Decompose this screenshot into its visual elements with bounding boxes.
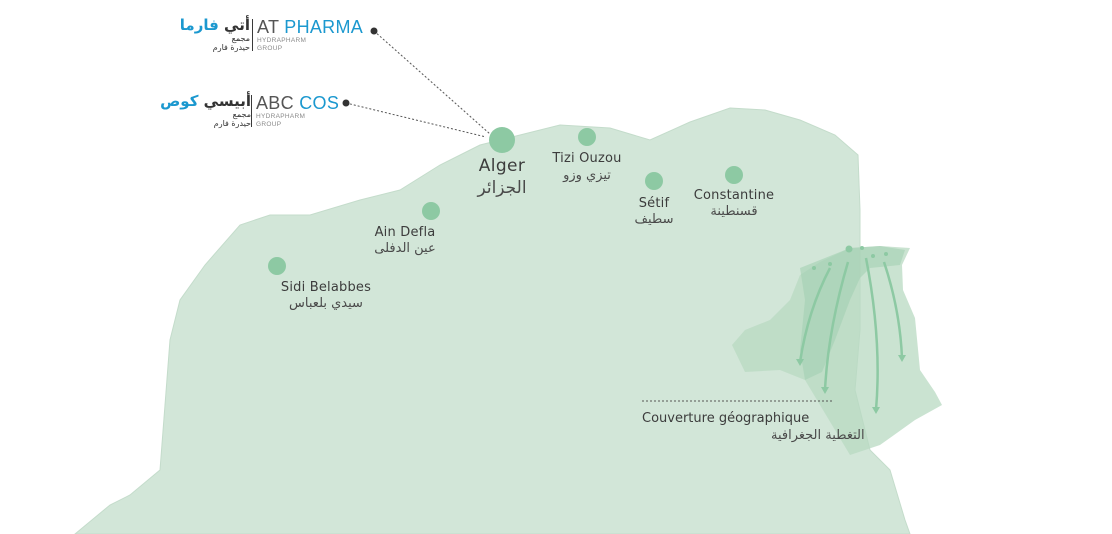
- brand-en-sub1: HYDRAPHARM: [257, 37, 307, 44]
- city-dot: [578, 128, 596, 146]
- brand-en-block: AT PHARMA HYDRAPHARM GROUP: [257, 17, 363, 52]
- brand-en-blue: PHARMA: [284, 17, 364, 37]
- brand-ar-block: أبيسي كوص مجمع حيدرة فارم: [160, 93, 251, 129]
- brand-en-dark: AT: [257, 17, 279, 37]
- city-name-ar: الجزائر: [476, 178, 526, 198]
- arrow-head: [821, 387, 829, 394]
- city-dot: [422, 202, 440, 220]
- city-dot: [489, 127, 515, 153]
- arrow-origin-dot: [812, 266, 816, 270]
- brand-en-dark: ABC: [256, 93, 294, 113]
- distribution-arrow: [798, 267, 832, 363]
- brand-ar-name: أتي فارما: [180, 17, 250, 34]
- brand-abc-cos: أبيسي كوص مجمع حيدرة فارم ABC COS HYDRAP…: [155, 93, 340, 129]
- brand-en-sub2: GROUP: [257, 44, 283, 52]
- brand-at-pharma: أتي فارما مجمع حيدرة فارم AT PHARMA HYDR…: [180, 17, 368, 53]
- brand-en-block: ABC COS HYDRAPHARM GROUP: [256, 93, 339, 128]
- leader-line-abc-cos: [345, 102, 487, 138]
- city-name-ar: تيزي وزو: [562, 168, 611, 183]
- arrow-origin-dot: [828, 262, 832, 266]
- coverage-label-ar: التغطية الجغرافية: [771, 428, 865, 443]
- inset-country-shape: [732, 246, 942, 455]
- city-name-ar: عين الدفلى: [374, 241, 435, 256]
- city-dot: [725, 166, 743, 184]
- brand-ar-dark: أبيسي: [203, 92, 251, 110]
- arrow-origin-dot: [884, 252, 888, 256]
- brand-ar-name: أبيسي كوص: [160, 93, 251, 110]
- distribution-arrow: [823, 261, 850, 391]
- distribution-arrows: [796, 245, 906, 414]
- brand-en-sub1: HYDRAPHARM: [256, 113, 306, 120]
- brand-ar-blue: فارما: [179, 16, 219, 34]
- city-name-ar: سطيف: [635, 212, 674, 227]
- brand-ar-block: أتي فارما مجمع حيدرة فارم: [180, 17, 250, 53]
- city-name-ar: قسنطينة: [710, 204, 757, 219]
- distribution-arrow: [882, 261, 904, 359]
- arrow-head: [796, 359, 804, 366]
- brand-ar-dark: أتي: [224, 16, 250, 34]
- arrow-origin-dot: [845, 245, 853, 253]
- brand-en-sub2: GROUP: [256, 120, 282, 128]
- leader-line-at-pharma: [373, 30, 491, 135]
- brand-ar-sub2: حيدرة فارم: [212, 43, 250, 52]
- brand-ar-sub1: مجمع: [232, 110, 251, 119]
- city-tizi-ouzou: Tizi Ouzou تيزي وزو: [551, 128, 621, 183]
- city-name-fr: Sidi Belabbes: [281, 280, 371, 295]
- brand-en-name: ABC COS: [256, 93, 339, 113]
- city-name-fr: Sétif: [639, 196, 670, 211]
- arrow-origin-dot: [860, 246, 864, 250]
- city-dot: [645, 172, 663, 190]
- city-dot: [268, 257, 286, 275]
- city-name-fr: Alger: [479, 156, 526, 176]
- city-name-fr: Ain Defla: [375, 225, 436, 240]
- arrow-origin-dot: [871, 254, 875, 258]
- brand-divider: [252, 19, 253, 51]
- brand-en-name: AT PHARMA: [257, 17, 363, 37]
- brand-ar-sub1: مجمع: [231, 34, 250, 43]
- city-name-fr: Constantine: [694, 188, 775, 203]
- city-name-ar: سيدي بلعباس: [289, 296, 363, 311]
- brand-ar-sub2: حيدرة فارم: [213, 119, 251, 128]
- city-name-fr: Tizi Ouzou: [551, 151, 621, 166]
- brand-ar-blue: كوص: [160, 92, 199, 110]
- inset-north-region: [800, 246, 905, 380]
- distribution-arrow: [864, 257, 879, 411]
- leader-dot-abc-cos: [342, 99, 350, 107]
- coverage-label-fr: Couverture géographique: [642, 411, 809, 426]
- arrow-head: [898, 355, 906, 362]
- brand-en-blue: COS: [299, 93, 340, 113]
- arrow-head: [872, 407, 880, 414]
- leader-dot-at-pharma: [370, 27, 378, 35]
- brand-divider: [251, 95, 252, 127]
